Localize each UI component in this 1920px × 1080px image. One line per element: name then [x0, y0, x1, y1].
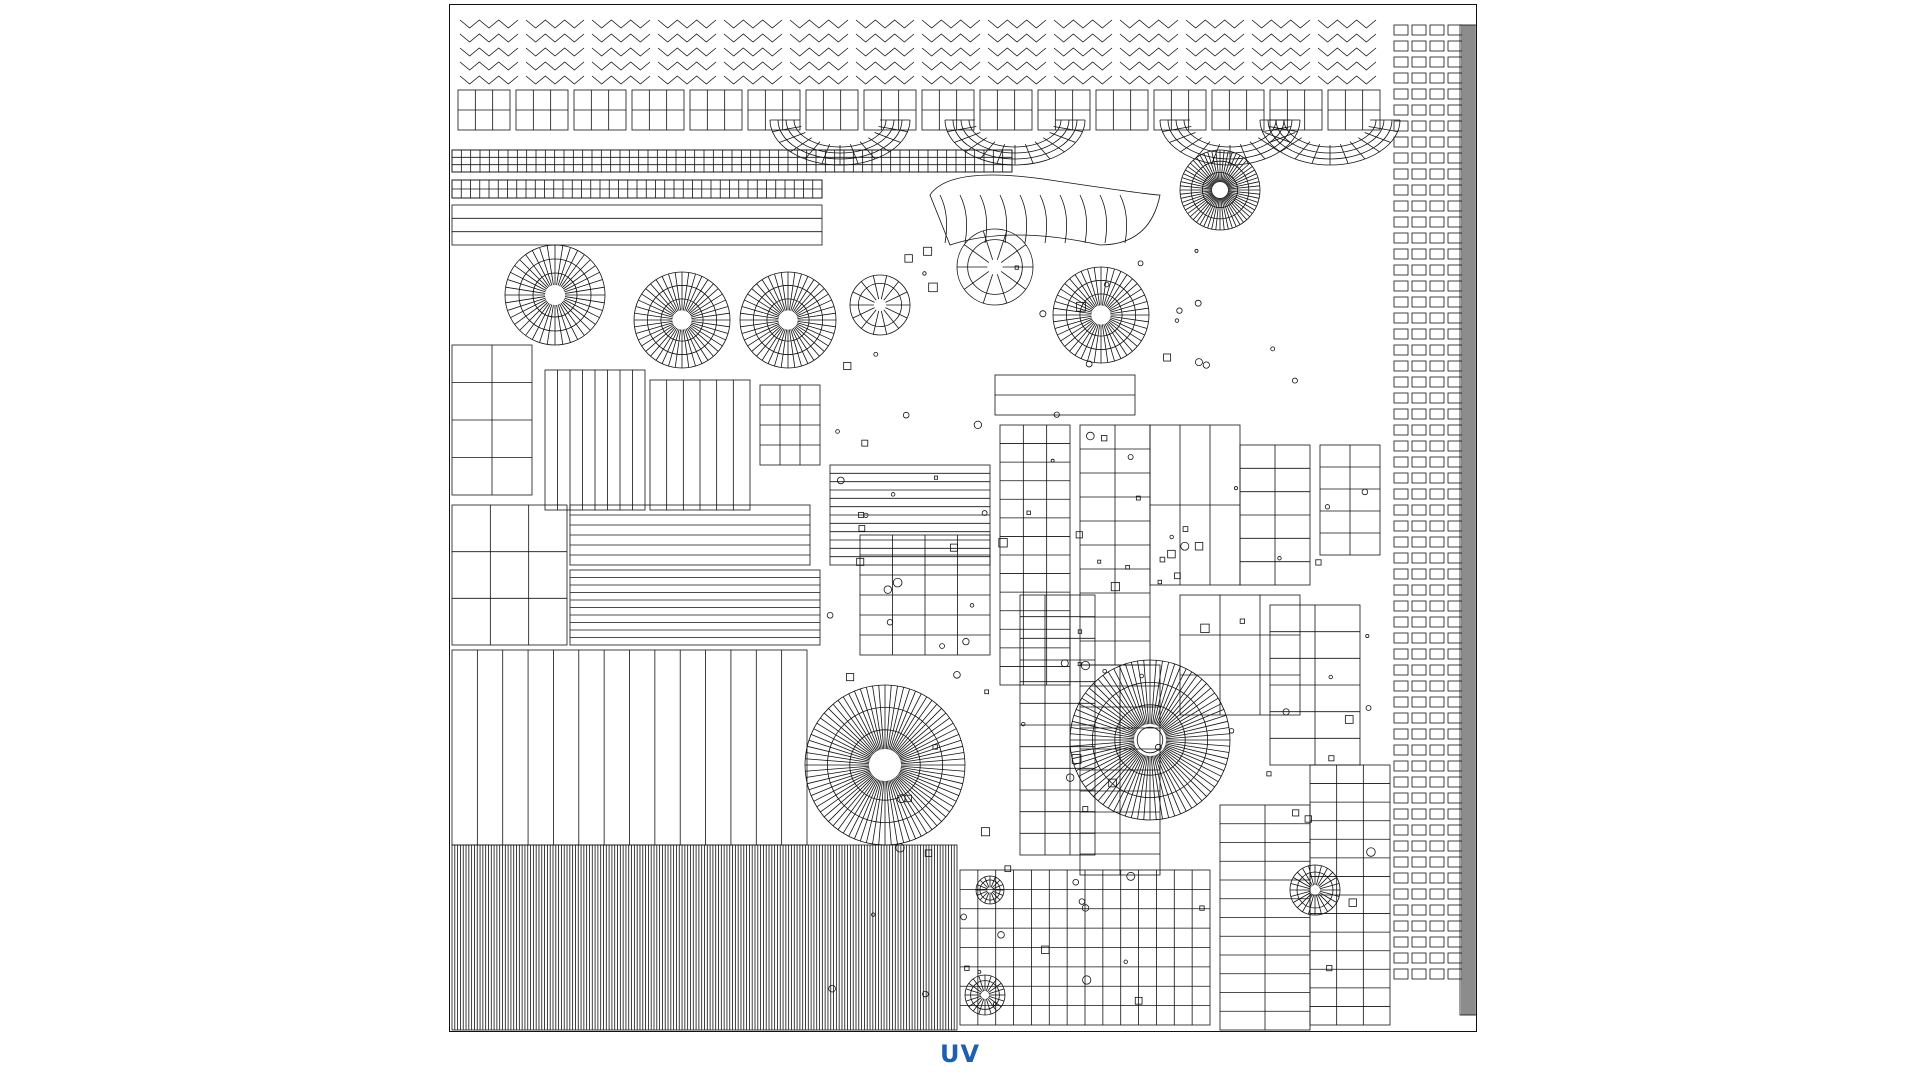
uv-wireframe-layout — [449, 4, 1477, 1032]
uv-wireframe-icon — [451, 19, 1476, 1031]
uv-caption: UV — [939, 1040, 981, 1068]
